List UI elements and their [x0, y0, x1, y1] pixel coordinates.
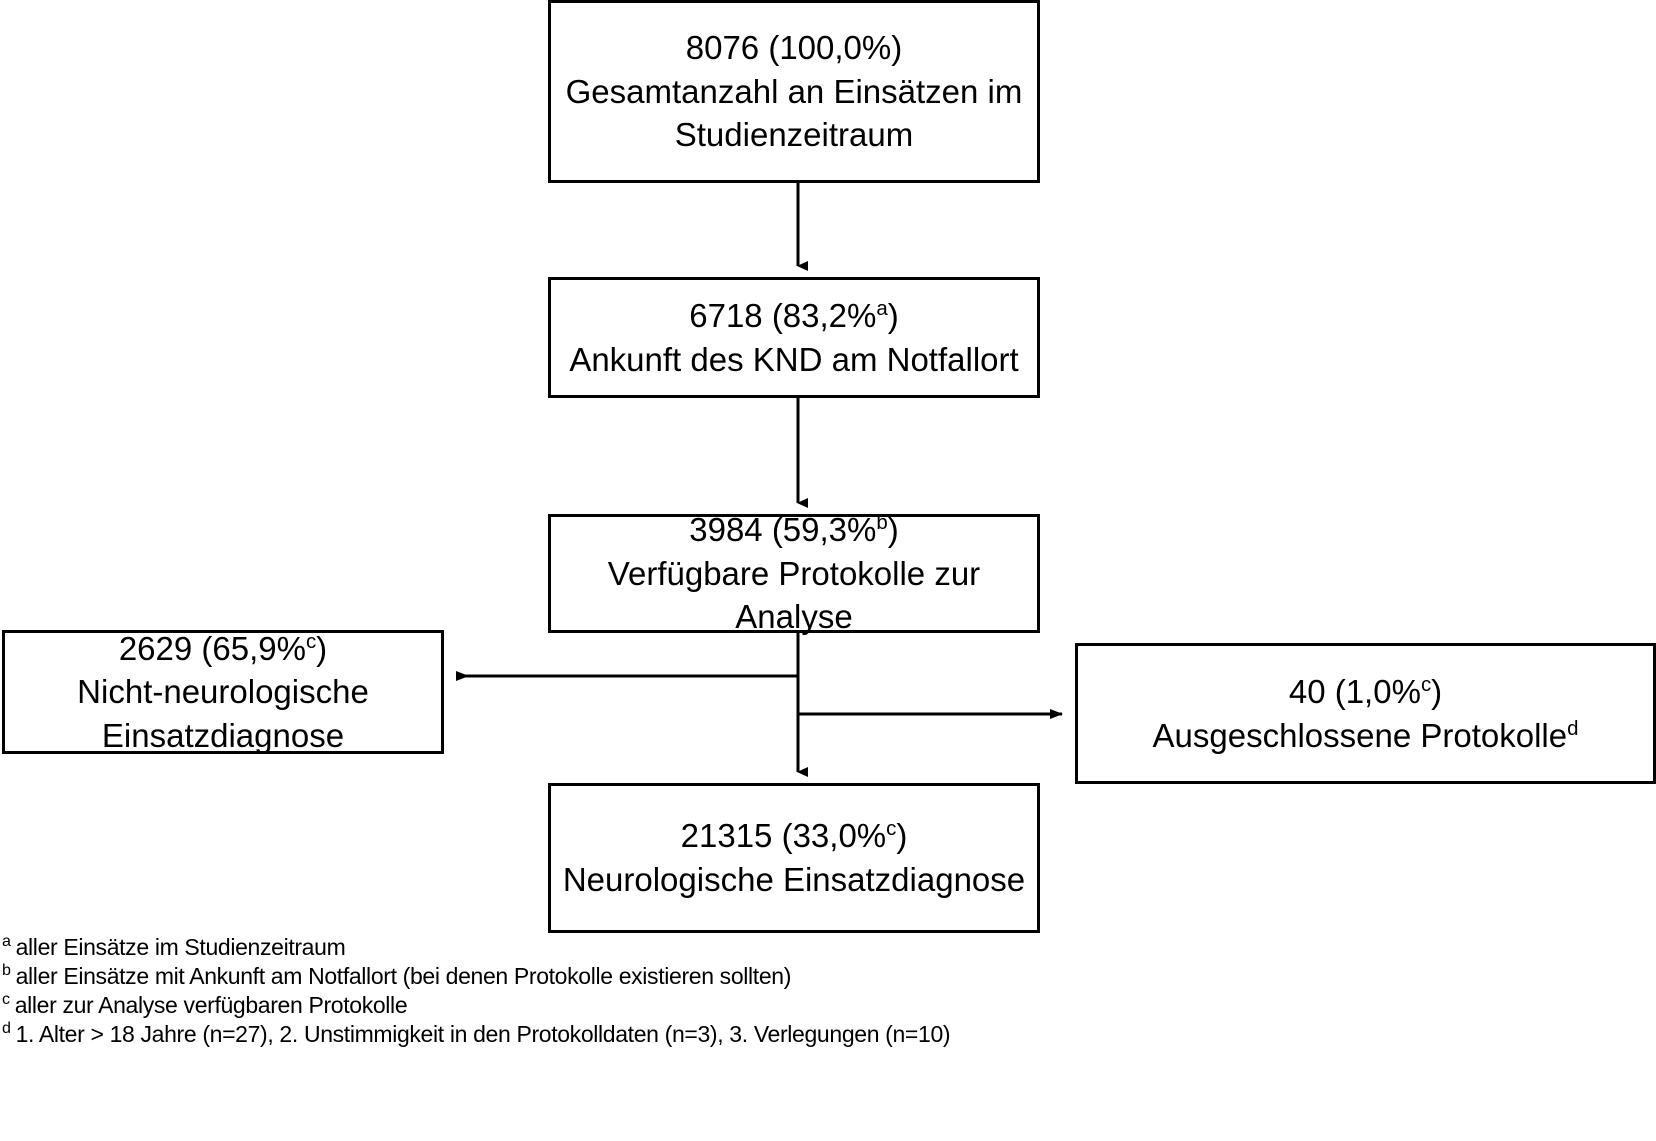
node-neurological-diagnosis-description: Neurologische Einsatzdiagnose: [562, 861, 1026, 898]
node-neurological-diagnosis: 21315 (33,0%c) Neurologische Einsatzdiag…: [548, 783, 1040, 933]
node-non-neurological-diagnosis-description: Nicht-neurologische Einsatzdiagnose: [77, 673, 369, 754]
footnote-mark-c: c: [2, 990, 10, 1009]
node-arrival-at-scene: 6718 (83,2%a) Ankunft des KND am Notfall…: [548, 277, 1040, 398]
node-available-protocols-description: Verfügbare Protokolle zur Analyse: [607, 554, 981, 636]
footnote-text-c: aller zur Analyse verfügbaren Protokolle: [14, 991, 408, 1018]
footnote-ref-b: b: [876, 511, 888, 535]
footnote-mark-a: a: [2, 932, 11, 951]
node-non-neurological-diagnosis-count: 2629 (65,9%c): [118, 629, 328, 667]
node-available-protocols: 3984 (59,3%b) Verfügbare Protokolle zur …: [548, 511, 1040, 635]
node-non-neurological-diagnosis: 2629 (65,9%c) Nicht-neurologische Einsat…: [2, 630, 444, 754]
node-excluded-protocols-description: Ausgeschlossene Protokolled: [1152, 716, 1579, 754]
node-total-missions-count: 8076 (100,0%): [685, 29, 903, 67]
footnote-mark-d: d: [2, 1019, 11, 1038]
footnote-text-a: aller Einsätze im Studienzeitraum: [15, 934, 346, 960]
node-total-missions: 8076 (100,0%) Gesamtanzahl an Einsätzen …: [548, 0, 1040, 183]
footnote-mark-b: b: [2, 961, 11, 980]
footnote-ref-c: c: [886, 817, 897, 841]
node-available-protocols-count: 3984 (59,3%b): [689, 511, 899, 549]
footnote-ref-c: c: [305, 629, 317, 653]
footnote-ref-c: c: [1420, 672, 1432, 696]
node-neurological-diagnosis-count: 21315 (33,0%c): [680, 817, 908, 855]
footnote-text-d: 1. Alter > 18 Jahre (n=27), 2. Unstimmig…: [15, 1020, 951, 1047]
footnote-ref-d: d: [1567, 716, 1579, 740]
footnote-text-b: aller Einsätze mit Ankunft am Notfallort…: [15, 962, 792, 989]
node-excluded-protocols-count: 40 (1,0%c): [1288, 672, 1443, 710]
node-total-missions-description: Gesamtanzahl an Einsätzen im Studienzeit…: [565, 72, 1023, 154]
footnote-ref-a: a: [876, 296, 888, 320]
node-arrival-at-scene-count: 6718 (83,2%a): [689, 296, 899, 334]
node-excluded-protocols: 40 (1,0%c) Ausgeschlossene Protokolled: [1075, 643, 1656, 784]
node-arrival-at-scene-description: Ankunft des KND am Notfallort: [569, 340, 1019, 378]
